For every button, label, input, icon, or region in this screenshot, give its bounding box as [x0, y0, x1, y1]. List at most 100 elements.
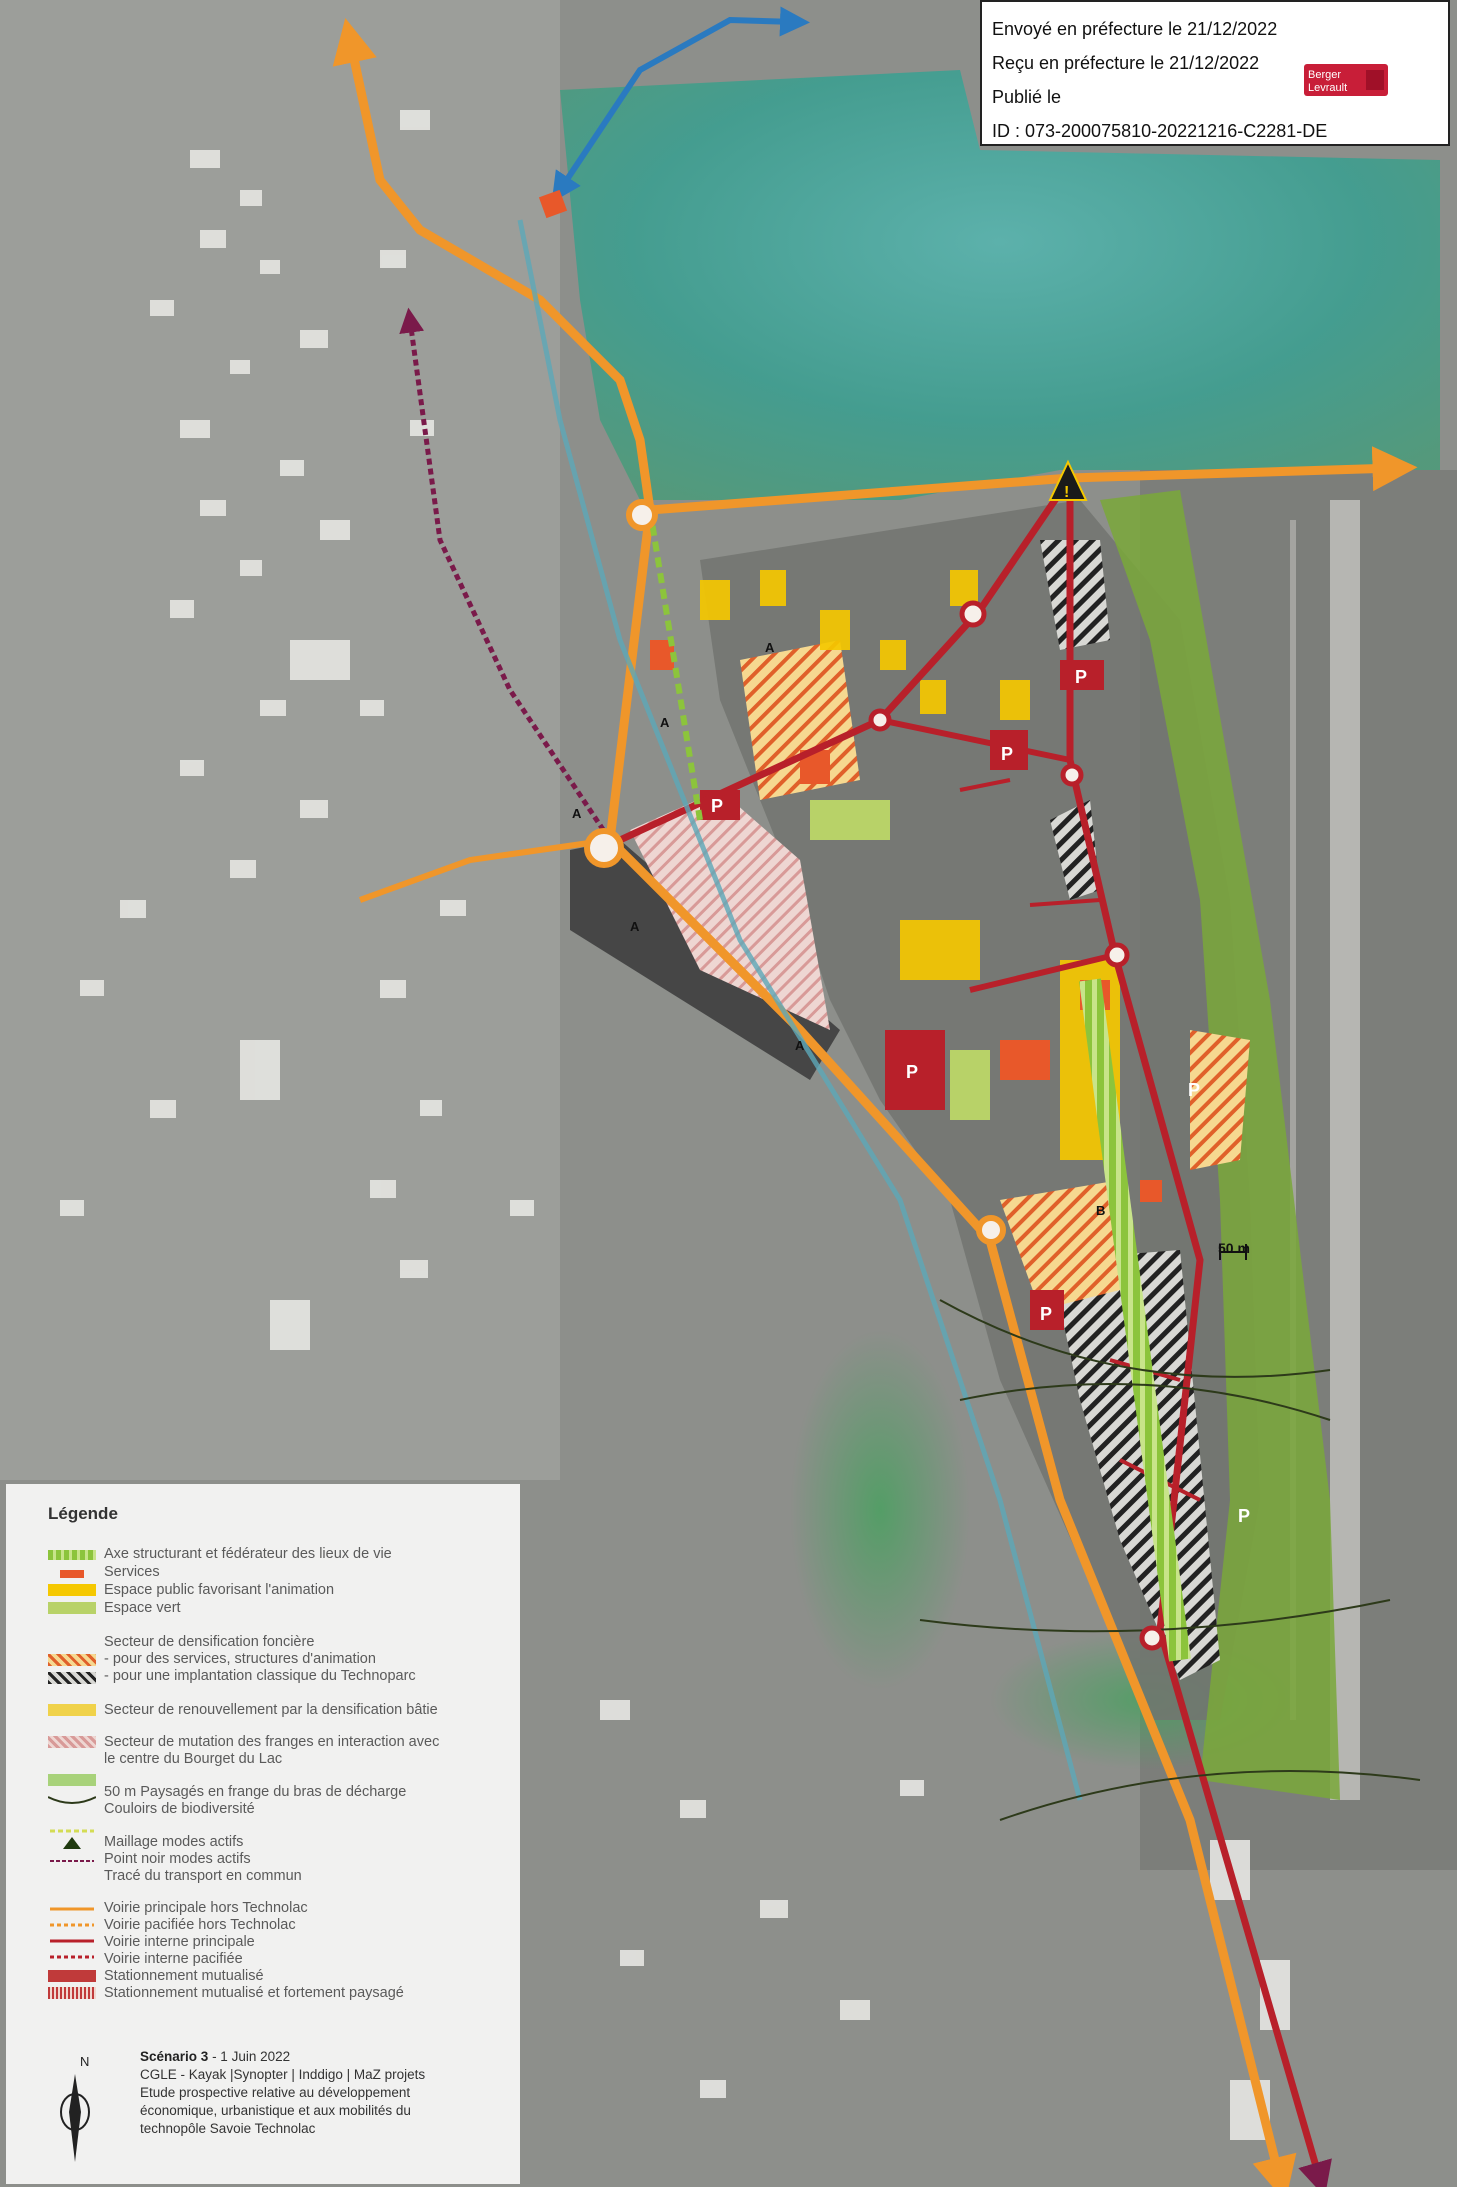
legend-item: Voirie pacifiée hors Technolac	[104, 1917, 296, 1933]
swatch-green-axis	[48, 1550, 96, 1560]
legend-item: Stationnement mutualisé	[104, 1968, 264, 1984]
stamp-published: Publié le	[992, 87, 1062, 107]
structuring-green-axis	[1079, 978, 1191, 1662]
svg-text:P: P	[1001, 744, 1013, 764]
credits-line: CGLE - Kayak |Synopter | Inddigo | MaZ p…	[140, 2067, 426, 2082]
north-arrow-icon: N	[60, 2054, 90, 2162]
main-road-north	[332, 17, 655, 511]
warning-glyph: !	[1064, 484, 1069, 501]
svg-text:A: A	[630, 919, 640, 934]
svg-text:P: P	[1238, 1506, 1250, 1526]
transit-route	[399, 307, 613, 842]
legend-item: Voirie interne principale	[104, 1934, 255, 1950]
stamp-received: Reçu en préfecture le 21/12/2022	[992, 53, 1260, 73]
credits-line: technopôle Savoie Technolac	[140, 2121, 316, 2136]
svg-text:P: P	[1075, 667, 1087, 687]
internal-road-ring	[879, 717, 1071, 763]
scale-bar	[1219, 1244, 1247, 1260]
stamp-sent: Envoyé en préfecture le 21/12/2022	[992, 19, 1278, 39]
legend-item: Axe structurant et fédérateur des lieux …	[104, 1546, 392, 1562]
biodiversity-corridors	[919, 1299, 1421, 1821]
swatch-transit	[50, 1860, 94, 1862]
credits-line: Etude prospective relative au développem…	[140, 2085, 411, 2100]
legend-item: Espace public favorisant l'animation	[104, 1582, 335, 1598]
swatch-main-road	[50, 1907, 94, 1911]
green-space-blocks	[810, 800, 990, 1120]
legend-item: Secteur de mutation des franges en inter…	[104, 1734, 440, 1750]
zone-labels: A A A A A B	[572, 640, 1105, 1218]
internal-roundabouts	[868, 600, 1165, 1651]
boat-route	[551, 6, 810, 203]
town-buildings	[60, 110, 1290, 2140]
orange-hatch-zone-3	[1190, 1030, 1250, 1170]
legend-item: Couloirs de biodiversité	[104, 1801, 255, 1817]
legend-title: Légende	[48, 1504, 118, 1523]
legend-item: le centre du Bourget du Lac	[104, 1751, 283, 1767]
swatch-landscaped-parking	[48, 1987, 96, 1999]
swatch-black-point	[63, 1837, 81, 1849]
swatch-shared-parking	[48, 1970, 96, 1982]
credits-block: Scénario 3 - 1 Juin 2022 CGLE - Kayak |S…	[140, 2048, 500, 2138]
svg-text:P: P	[1188, 1080, 1200, 1100]
svg-text:P: P	[711, 796, 723, 816]
legend-item: Secteur de renouvellement par la densifi…	[104, 1702, 438, 1718]
credits-line: économique, urbanistique et aux mobilité…	[140, 2103, 411, 2118]
swatch-biodiversity	[48, 1796, 96, 1804]
legend-panel: Légende Axe structurant et fédérateur de…	[6, 1484, 520, 2184]
prefecture-stamp: Envoyé en préfecture le 21/12/2022 Reçu …	[980, 0, 1450, 146]
berger-levrault-logo: Berger Levrault	[1304, 64, 1388, 96]
green-corridor-blob	[790, 1330, 970, 1690]
svg-text:A: A	[660, 715, 670, 730]
legend-item: - pour une implantation classique du Tec…	[104, 1668, 416, 1684]
legend-item: 50 m Paysagés en frange du bras de décha…	[104, 1784, 407, 1800]
legend-item: Services	[104, 1564, 160, 1580]
svg-text:B: B	[1096, 1203, 1105, 1218]
roundabouts	[584, 499, 1006, 1245]
legend-item: Tracé du transport en commun	[104, 1868, 302, 1884]
scenario-title: Scénario 3	[140, 2049, 209, 2064]
main-road-west	[358, 837, 611, 903]
town-area	[0, 0, 560, 1480]
swatch-50m-landscape	[48, 1774, 96, 1786]
orange-hatch-zone-2	[1000, 1180, 1120, 1310]
green-axis-2	[647, 509, 703, 821]
runway	[1330, 500, 1360, 1800]
internal-road-cross	[969, 952, 1116, 993]
svg-text:N: N	[80, 2054, 89, 2069]
legend-item: Espace vert	[104, 1600, 181, 1616]
swatch-green-space	[48, 1602, 96, 1614]
stamp-id: ID : 073-200075810-20221216-C2281-DE	[992, 121, 1328, 141]
swatch-active-modes	[50, 1829, 94, 1833]
svg-text:Berger: Berger	[1308, 69, 1341, 81]
svg-text:A: A	[765, 640, 775, 655]
swatch-public-space	[48, 1584, 96, 1596]
legend-item: Secteur de densification foncière	[104, 1634, 315, 1650]
parking-labels: P P P P P P P	[711, 667, 1250, 1526]
legend-item: - pour des services, structures d'animat…	[104, 1651, 376, 1667]
legend-item: Stationnement mutualisé et fortement pay…	[104, 1985, 404, 2001]
runway-edge	[1290, 520, 1296, 1720]
legend-item: Point noir modes actifs	[104, 1851, 251, 1867]
swatch-mutation	[48, 1736, 96, 1748]
black-point-marker	[1048, 459, 1088, 501]
legend-item: Voirie interne pacifiée	[104, 1951, 243, 1967]
swatch-pacified-road	[50, 1923, 94, 1927]
svg-text:Levrault: Levrault	[1308, 82, 1347, 94]
swatch-internal-road	[50, 1939, 94, 1943]
black-hatch-zone-north	[1040, 540, 1110, 650]
scale-label: 50 m	[1218, 1240, 1250, 1256]
svg-text:A: A	[795, 1038, 805, 1053]
internal-road-spine	[1066, 478, 1332, 2187]
swatch-densification-services	[48, 1654, 96, 1666]
boat-landing	[538, 189, 568, 219]
svg-text:A: A	[572, 806, 582, 821]
swatch-renewal	[48, 1704, 96, 1716]
svg-text:P: P	[1040, 1304, 1052, 1324]
swatch-densification-technoparc	[48, 1672, 96, 1684]
river	[517, 219, 1083, 1801]
scenario-date: - 1 Juin 2022	[212, 2049, 291, 2064]
internal-road-main	[618, 476, 1073, 844]
legend-item: Maillage modes actifs	[104, 1834, 244, 1850]
swatch-internal-pacified	[50, 1955, 94, 1959]
